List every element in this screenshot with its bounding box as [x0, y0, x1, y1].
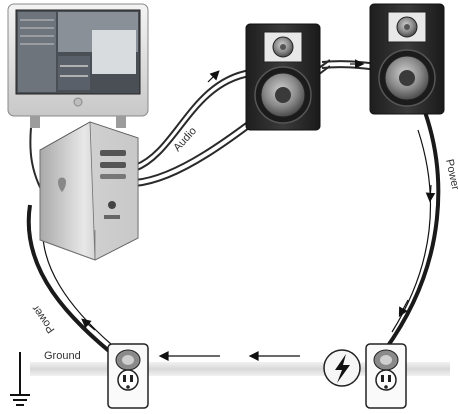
power-right-label: Power	[443, 158, 458, 191]
ground-label: Ground	[44, 350, 81, 362]
power-outlet-left	[107, 343, 149, 409]
ground-flow-arrows	[158, 351, 300, 361]
computer-monitor	[7, 3, 149, 128]
apple-logo-icon	[58, 177, 66, 192]
speaker-left	[245, 23, 321, 131]
monitor-screen-content	[18, 12, 138, 92]
lightning-bolt-icon	[323, 349, 361, 387]
ground-icon	[10, 352, 30, 406]
speaker-right	[369, 3, 445, 115]
power-cable-right	[383, 111, 441, 352]
computer-tower	[39, 121, 139, 261]
power-outlet-right	[365, 343, 407, 409]
power-left-label: Power	[30, 302, 58, 335]
